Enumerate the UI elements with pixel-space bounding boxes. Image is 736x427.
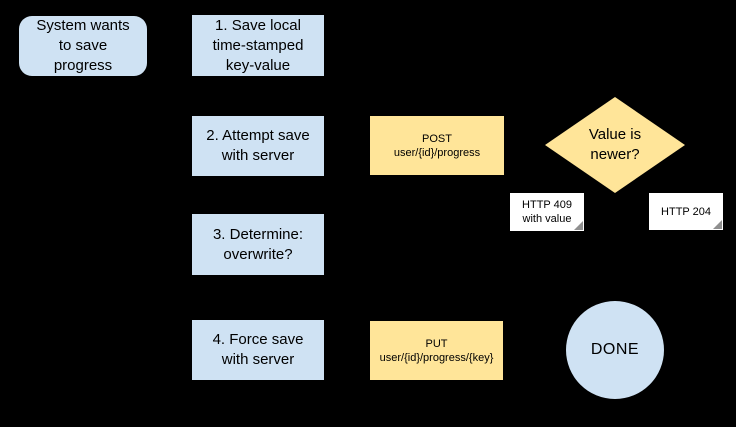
node-decision-value-is-newer: Value is newer? xyxy=(545,97,685,193)
node-step4-force-save: 4. Force save with server xyxy=(192,320,324,380)
node-step3-determine-overwrite: 3. Determine: overwrite? xyxy=(192,214,324,275)
node-start-system-wants-to-save: System wants to save progress xyxy=(19,16,147,76)
folded-corner-icon xyxy=(574,221,583,230)
note-http-409-text: HTTP 409 with value xyxy=(522,199,572,225)
note-http-409: HTTP 409 with value xyxy=(510,193,584,231)
note-http-204-text: HTTP 204 xyxy=(661,205,711,218)
node-step1-save-local: 1. Save local time-stamped key-value xyxy=(192,15,324,76)
node-done-terminator: DONE xyxy=(566,301,664,399)
folded-corner-icon xyxy=(713,220,722,229)
node-api-post-progress: POST user/{id}/progress xyxy=(370,116,504,175)
node-api-put-progress-key: PUT user/{id}/progress/{key} xyxy=(370,321,503,380)
node-step2-attempt-save: 2. Attempt save with server xyxy=(192,116,324,176)
note-http-204: HTTP 204 xyxy=(649,193,723,230)
